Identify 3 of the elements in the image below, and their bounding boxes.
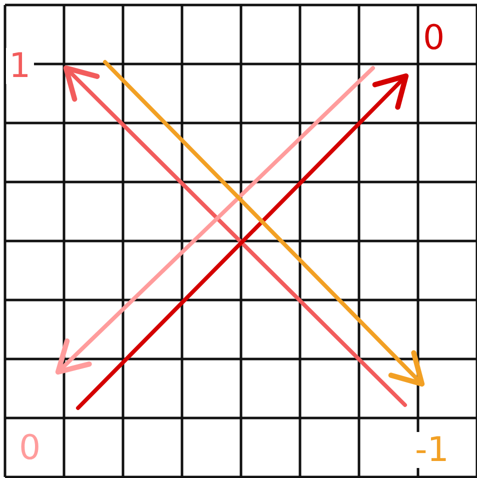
arrow	[103, 60, 425, 387]
arrow	[55, 66, 375, 375]
axis-value: 1	[6, 48, 34, 84]
